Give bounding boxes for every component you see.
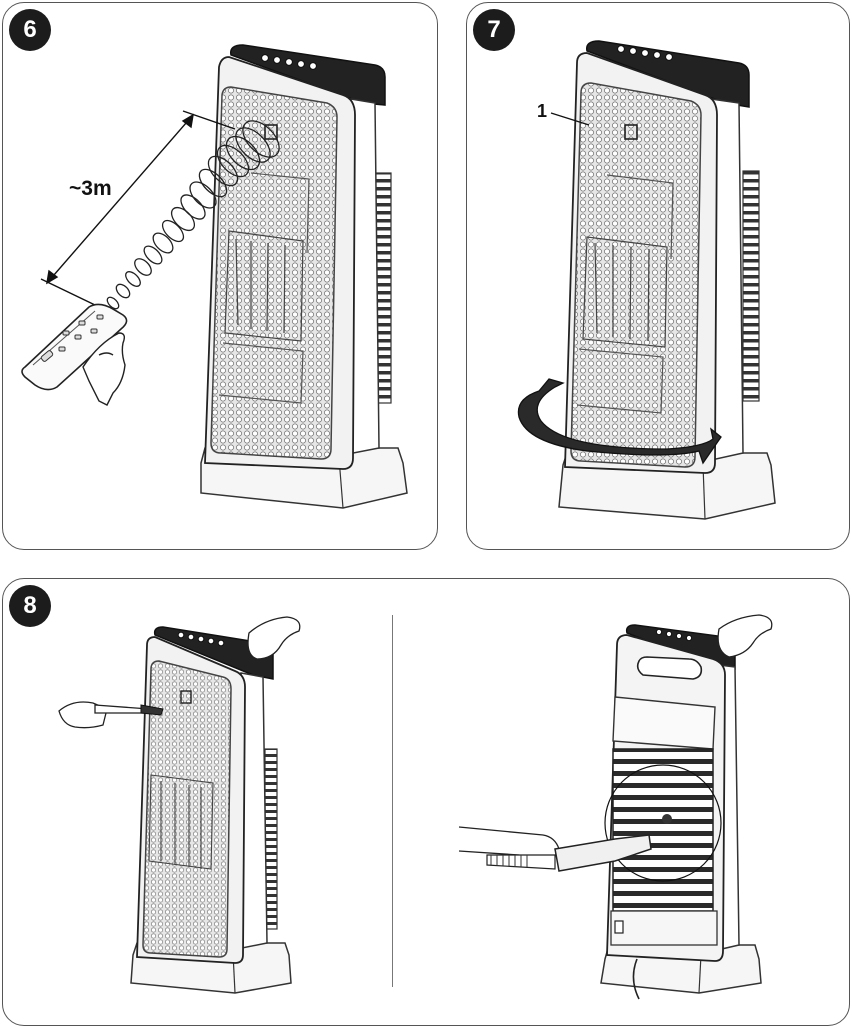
front-grille xyxy=(210,86,338,460)
signal-waves-icon xyxy=(106,120,280,310)
step-6-badge: 6 xyxy=(9,9,51,51)
control-buttons xyxy=(655,628,693,642)
control-buttons xyxy=(261,54,317,70)
heater-front-view xyxy=(200,44,408,509)
brush-icon xyxy=(94,704,164,716)
remote-control-icon xyxy=(21,303,128,391)
step-7-panel: 7 xyxy=(466,2,850,550)
upper-cover xyxy=(612,696,716,750)
control-buttons xyxy=(177,631,225,647)
rotate-arrow-icon xyxy=(517,378,722,465)
step-8-illustration xyxy=(58,614,773,1000)
front-grille xyxy=(142,660,232,958)
step-7-illustration: 1 xyxy=(517,40,776,520)
fan-outline xyxy=(604,764,722,882)
step-7-badge: 7 xyxy=(473,9,515,51)
heater-front-view xyxy=(130,626,292,994)
rear-air-filter xyxy=(612,748,714,912)
step-6-panel: 6 xyxy=(2,2,438,550)
power-switch xyxy=(614,920,624,934)
step-8-panel: 8 xyxy=(2,578,850,1026)
ir-receiver xyxy=(624,124,638,140)
heater-back-view xyxy=(600,624,762,1000)
ir-receiver xyxy=(264,124,278,140)
heater-front-view xyxy=(558,40,776,520)
callout-label: 1 xyxy=(537,101,547,121)
side-vents xyxy=(742,170,760,402)
control-panel-top xyxy=(586,40,750,108)
hand-icon xyxy=(82,332,126,406)
control-buttons xyxy=(617,45,673,61)
carry-handle xyxy=(636,656,703,680)
panel-divider xyxy=(392,615,393,987)
step-8-badge: 8 xyxy=(9,585,51,627)
power-cord xyxy=(632,958,640,1000)
control-panel-top xyxy=(230,44,386,106)
vacuum-nozzle-icon xyxy=(486,834,652,872)
distance-label: ~3m xyxy=(69,177,112,200)
callout-leader: 1 xyxy=(537,101,590,126)
step-6-illustration: ~3m xyxy=(21,44,408,509)
front-grille xyxy=(570,82,702,468)
ir-receiver xyxy=(180,690,192,704)
distance-dimension xyxy=(40,110,236,306)
